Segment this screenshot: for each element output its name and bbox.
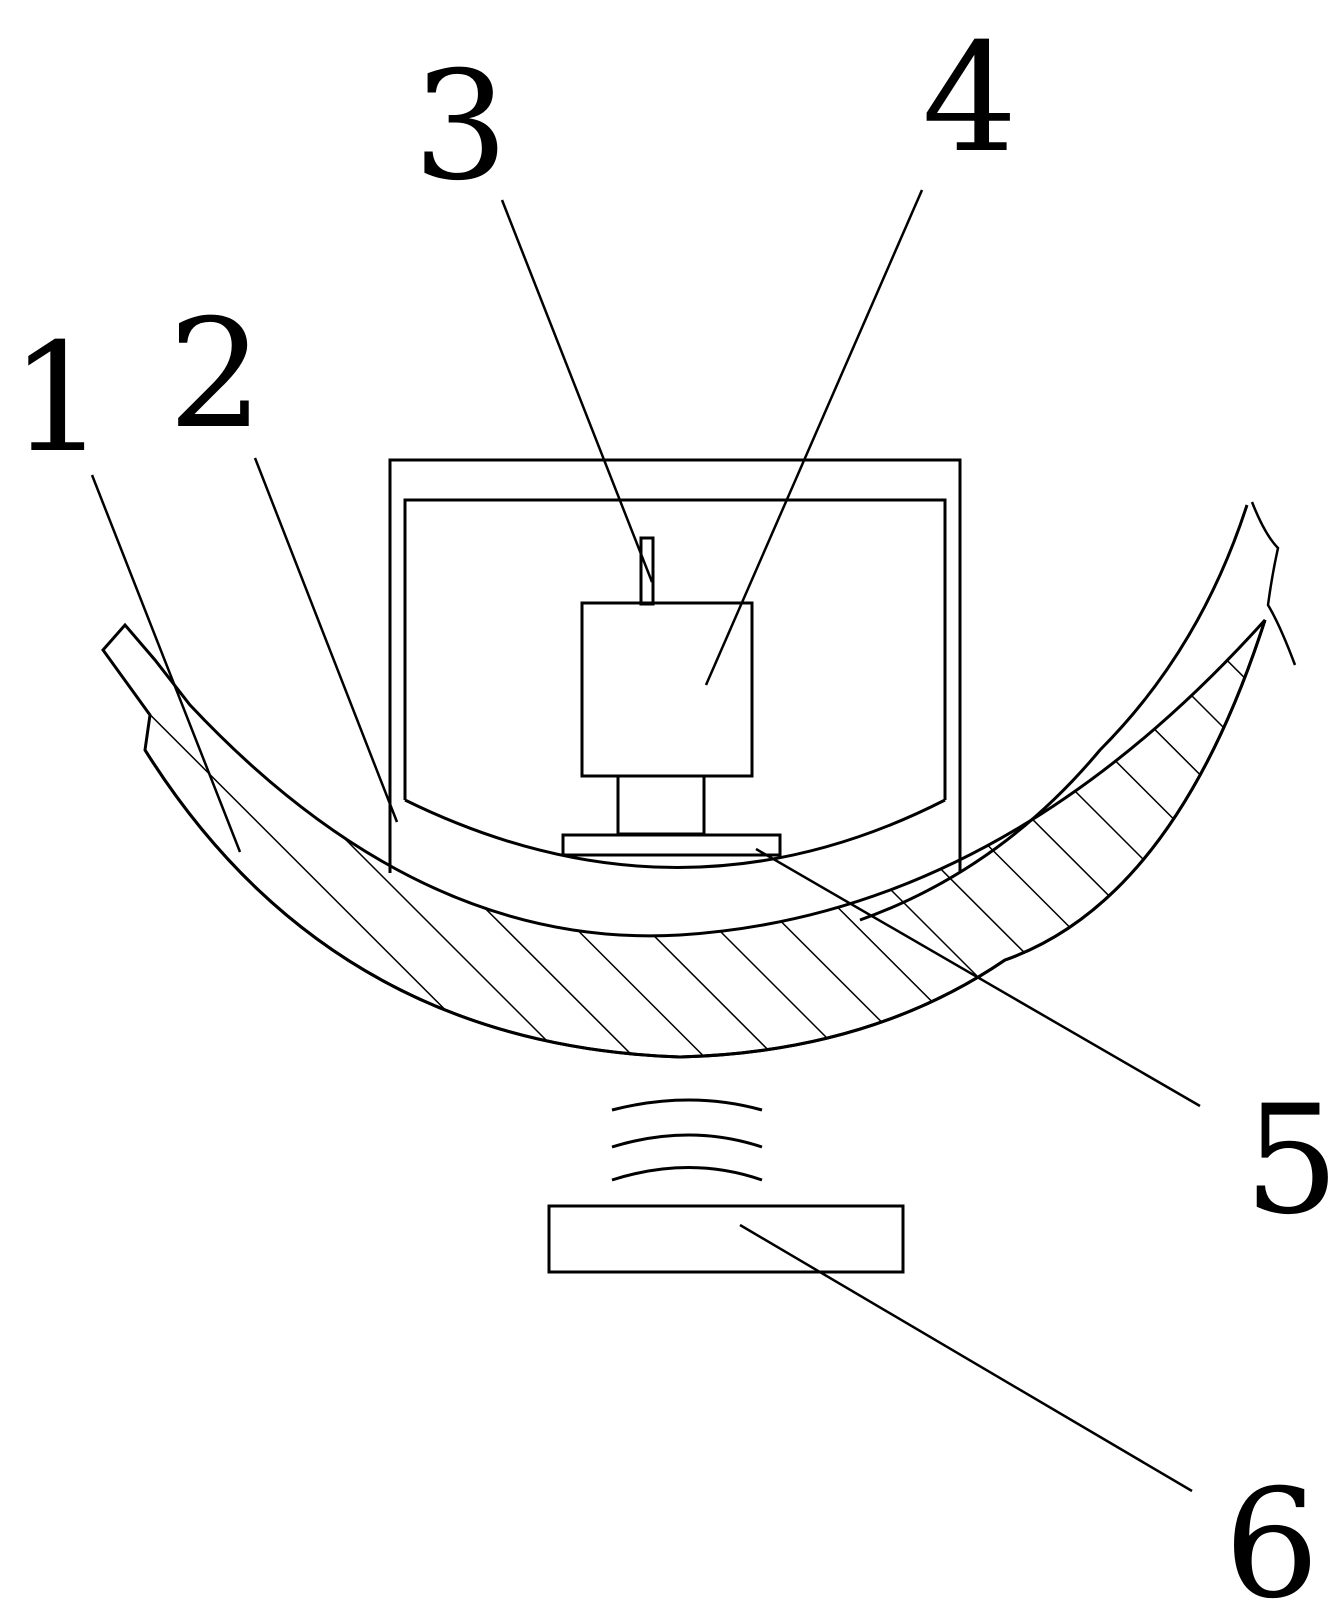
leader-lines bbox=[90, 189, 1201, 1493]
label-5: 5 bbox=[1244, 1074, 1339, 1248]
shell-break-line-top bbox=[1250, 501, 1297, 666]
shell-body bbox=[101, 618, 1267, 1059]
housing-inner bbox=[403, 498, 947, 800]
leader-6 bbox=[739, 1223, 1193, 1493]
signal-wave-1 bbox=[611, 1098, 763, 1112]
shell-right-arc bbox=[859, 504, 1249, 922]
housing-inner-arc bbox=[404, 798, 946, 869]
base-plate bbox=[547, 1204, 905, 1274]
label-3: 3 bbox=[413, 40, 508, 214]
leader-3 bbox=[500, 199, 654, 583]
signal-wave-3 bbox=[611, 1166, 763, 1182]
signal-wave-2 bbox=[611, 1133, 763, 1149]
curved-shell bbox=[101, 501, 1297, 1059]
label-4: 4 bbox=[922, 12, 1017, 186]
leader-5 bbox=[755, 847, 1201, 1108]
label-2: 2 bbox=[168, 288, 263, 462]
leader-4 bbox=[704, 189, 924, 686]
main-block bbox=[580, 601, 754, 778]
support-column bbox=[616, 774, 706, 836]
label-1: 1 bbox=[10, 312, 105, 486]
shell-outer-edge bbox=[143, 619, 1267, 1059]
label-6: 6 bbox=[1224, 1458, 1319, 1609]
housing-outer bbox=[388, 458, 962, 873]
housing bbox=[388, 458, 962, 873]
leader-2 bbox=[253, 457, 399, 823]
plate bbox=[561, 833, 782, 857]
leader-1 bbox=[90, 474, 242, 853]
signal-waves bbox=[611, 1098, 763, 1182]
